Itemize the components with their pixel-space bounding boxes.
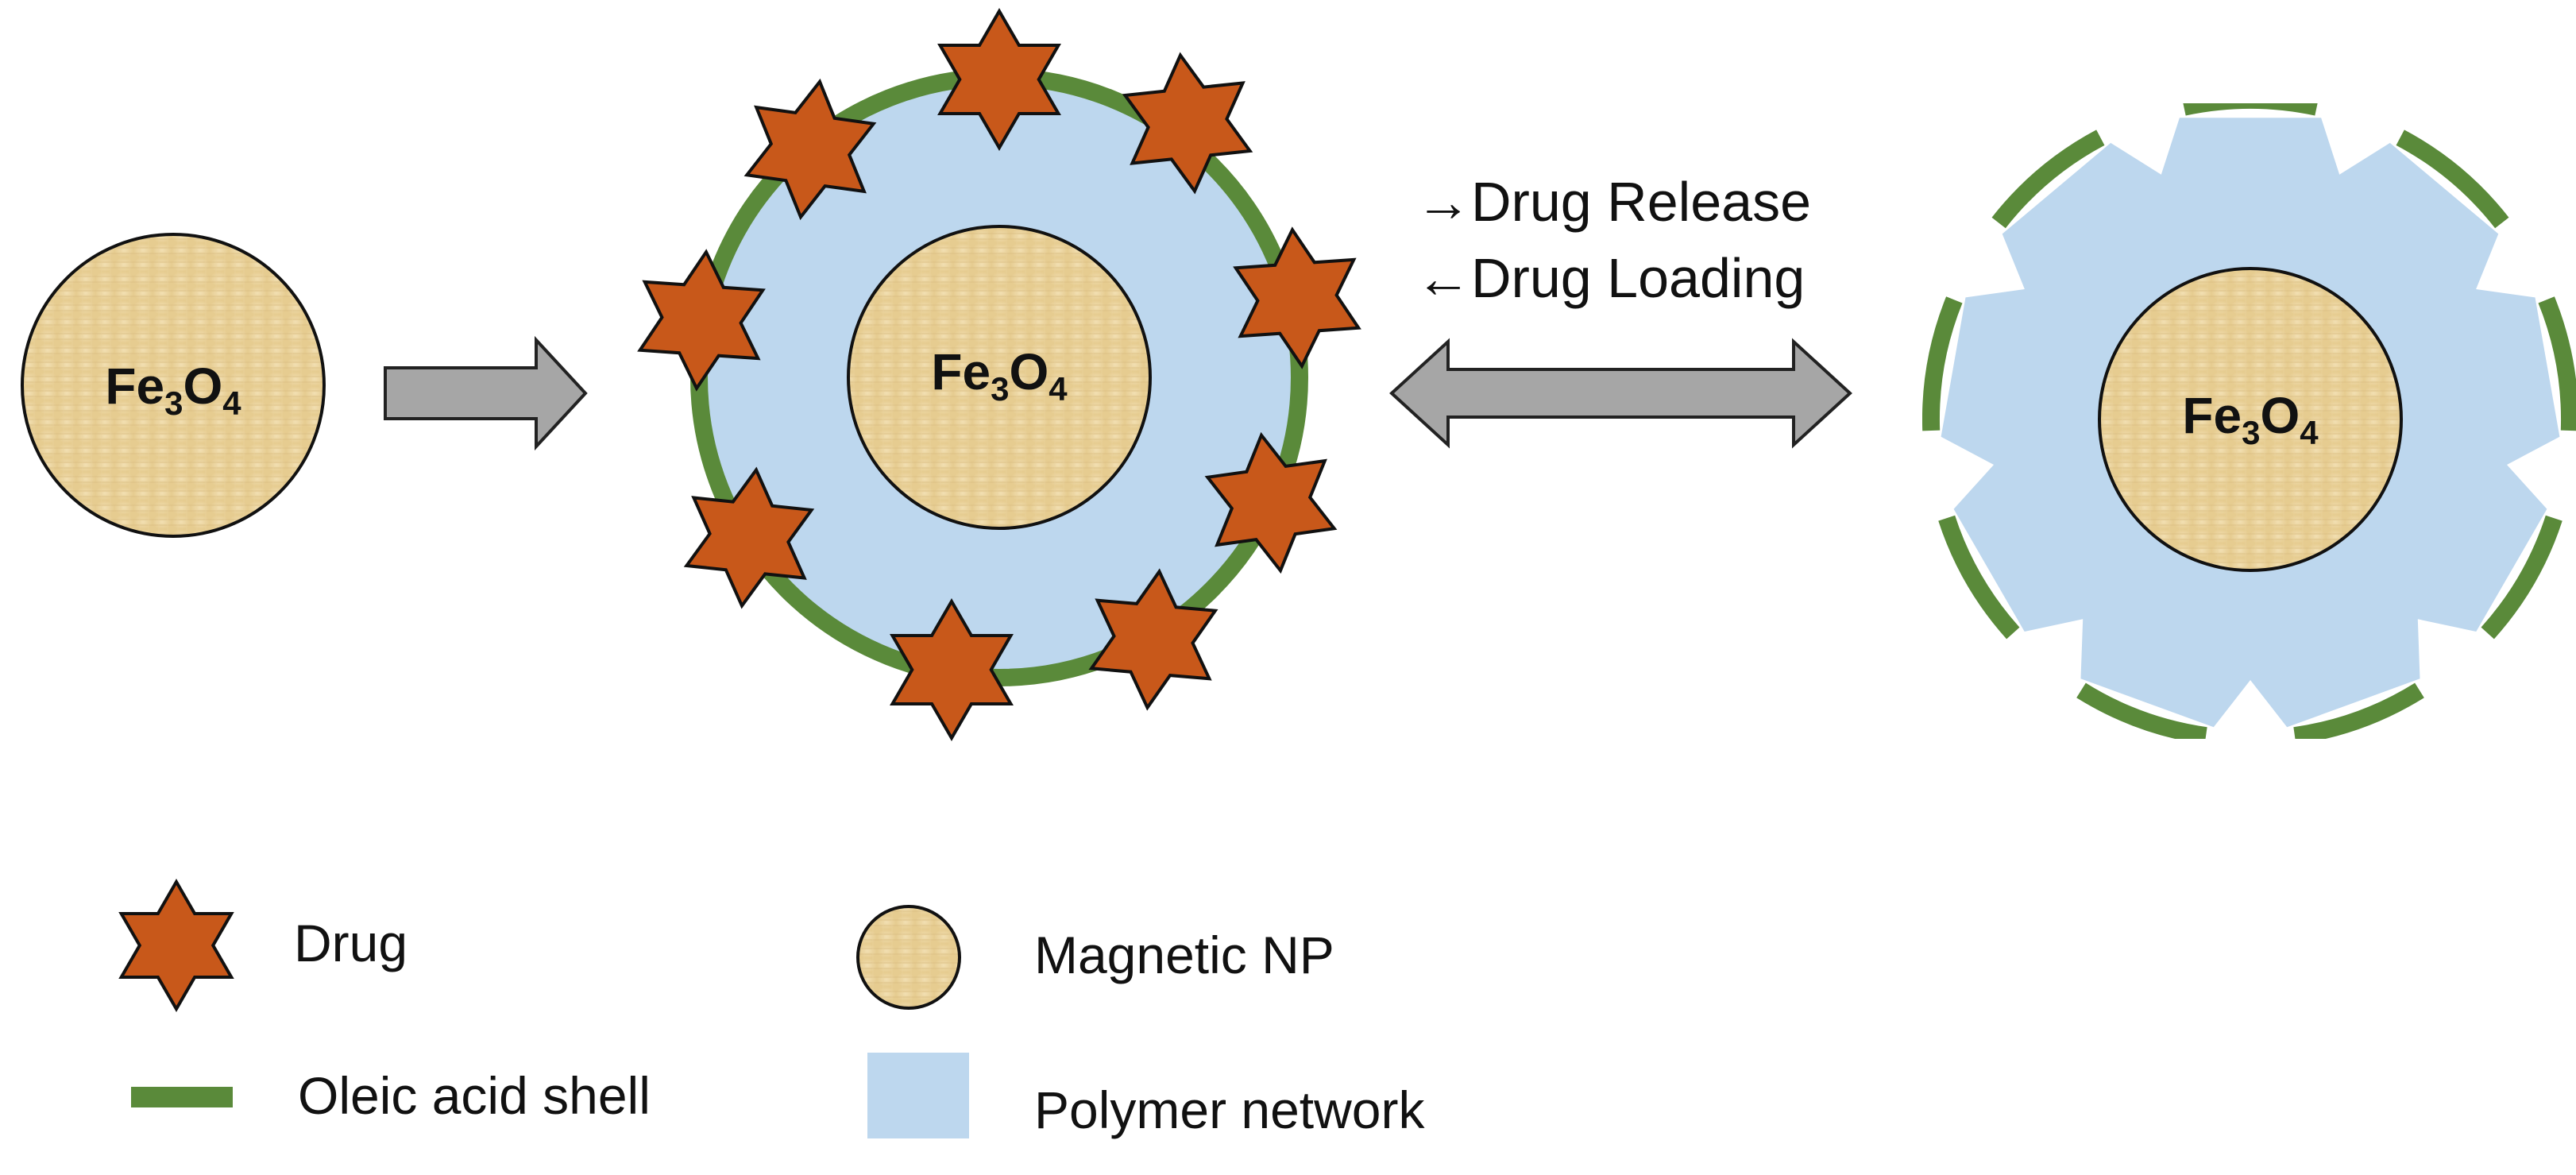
action-labels: →Drug Release ←Drug Loading [1415,171,1811,309]
core-label-right: Fe3O4 [2182,387,2319,451]
bare-nanoparticle: Fe3O4 [21,233,326,538]
core-label-middle: Fe3O4 [931,343,1068,408]
drug-star-icon [118,879,234,1012]
loading-arrow-icon: ← [1415,247,1471,309]
legend-drug: Drug [118,879,407,1012]
drug-star-icon [1122,52,1253,195]
legend-np: Magnetic NP [856,905,1334,1010]
double-arrow [1389,338,1852,449]
legend-np-label: Magnetic NP [1034,926,1334,984]
drug-star-icon [743,78,877,221]
core-label-left: Fe3O4 [105,358,241,422]
legend-shell: Oleic acid shell [131,1066,651,1125]
drug-star-icon [1233,226,1361,369]
oleic-acid-shell-segment [2538,296,2576,431]
legend-polymer-label: Polymer network [1034,1080,1425,1139]
legend-drug-label: Drug [294,914,407,972]
oleic-acid-shell-segment [1922,296,1963,431]
oleic-acid-shell-icon [131,1087,233,1107]
legend-polymer: Polymer network [867,1053,1425,1139]
polymer-network-icon [867,1053,969,1138]
oleic-acid-shell-segment [2076,682,2207,739]
oleic-acid-shell-segment [2481,515,2562,640]
drug-loaded-nanoparticle: Fe3O4 [637,8,1361,741]
release-arrow-icon: → [1415,171,1471,233]
drug-star-icon [637,249,766,392]
drug-stars [637,8,1361,741]
oleic-acid-shell-segment [1938,515,2020,640]
oleic-acid-shell-segment [2293,682,2424,739]
coating-arrow [384,335,588,451]
drug-star-icon [1204,431,1338,574]
oleic-acid-shell-segment [2396,129,2509,229]
drug-star-icon [1088,568,1218,711]
oleic-acid-shell-right [1922,103,2576,739]
magnetic-np-icon [856,905,961,1010]
oleic-acid-shell-segment [2183,103,2318,116]
oleic-acid-shell-segment [1991,129,2105,229]
drug-release-label: →Drug Release [1415,171,1811,233]
drug-loading-label: ←Drug Loading [1415,247,1805,309]
drug-star-icon [683,466,815,609]
drug-star-icon [890,598,1014,741]
drug-released-nanoparticle: Fe3O4 [1922,103,2576,739]
legend: Drug Oleic acid shell Magnetic NP Polyme… [118,879,1425,1139]
drug-star-icon [937,8,1061,151]
legend-shell-label: Oleic acid shell [298,1066,651,1125]
